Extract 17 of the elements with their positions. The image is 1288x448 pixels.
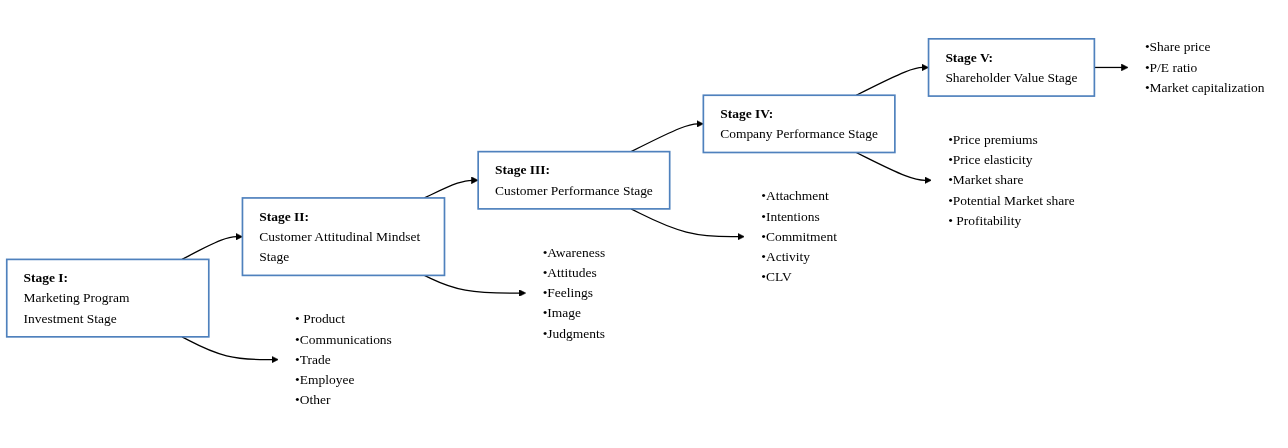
arrow: [181, 336, 279, 364]
arrow: [855, 152, 932, 185]
node-box: Stage IV: Company Performance Stage: [702, 94, 896, 154]
arrow: [423, 275, 527, 298]
arrow: [181, 233, 243, 261]
node-box: Stage III: Customer Performance Stage: [477, 151, 671, 211]
node-box: Stage V: Shareholder Value Stage: [927, 38, 1096, 98]
node-text: • Product •Communications •Trade •Employee •Other: [295, 311, 392, 408]
node-box: Stage II: Customer Attitudinal Mindset Stage: [241, 197, 446, 277]
node-text: •Share price •P/E ratio •Market capitalization: [1144, 40, 1265, 95]
arrow: [630, 120, 704, 153]
node-box: Stage I: Marketing Program Investment Stage: [5, 258, 210, 339]
arrow: [423, 176, 479, 199]
node-text: •Price premiums •Price elasticity •Market share •Potential Market share • Profitability: [948, 132, 1075, 228]
node-text: •Awareness •Attitudes •Feelings •Image •Judgments: [542, 245, 606, 341]
node-text: •Attachment •Intentions •Commitment •Activity •CLV: [761, 189, 838, 285]
arrow: [855, 64, 929, 97]
